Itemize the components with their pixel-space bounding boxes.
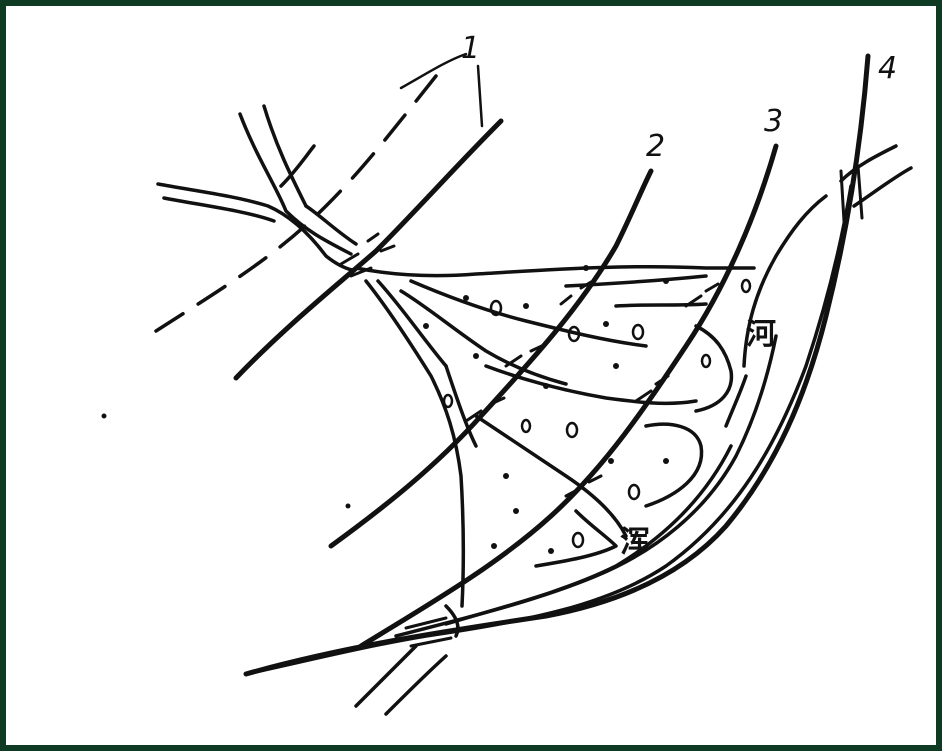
road-3: 3 — [361, 104, 783, 646]
fan-loop-b — [646, 424, 702, 506]
gravel-dot — [548, 548, 554, 554]
road-2: 2 — [331, 129, 665, 546]
gravel-dot — [463, 295, 469, 301]
gravel-dot — [543, 383, 549, 389]
gravel-dot — [491, 543, 497, 549]
stray-dot — [346, 504, 351, 509]
diagram-frame: 1 2 3 4 — [6, 6, 936, 745]
gravel-dot — [523, 303, 529, 309]
road-4-label: 4 — [878, 51, 897, 86]
river-lower-left-a — [356, 646, 416, 706]
gravel-dot — [608, 458, 614, 464]
gravel-dot — [503, 473, 509, 479]
gravel-dot — [613, 363, 619, 369]
pebble — [742, 280, 750, 292]
tributary-bank-d — [158, 184, 352, 270]
fan-channel-c — [486, 366, 696, 403]
road-1-leader — [478, 66, 482, 126]
gravel-dot — [663, 278, 669, 284]
upper-left-tributary — [158, 106, 356, 270]
river-crossing-diagram: 1 2 3 4 — [6, 6, 936, 745]
river-upper-right-b — [854, 168, 911, 206]
pebble — [702, 355, 710, 367]
river-upper-right-a — [841, 146, 896, 181]
tributary-bank-b — [264, 106, 306, 206]
gravel-dot — [663, 458, 669, 464]
pebble — [522, 420, 530, 432]
road-1-label: 1 — [461, 31, 480, 66]
river-label-hun: 浑 — [620, 525, 650, 560]
fan-channel-f — [616, 304, 706, 306]
road-1-leader-b — [401, 54, 466, 88]
gravel-dot — [603, 321, 609, 327]
main-river — [246, 146, 911, 714]
pebble — [567, 423, 577, 437]
pebble — [629, 485, 639, 499]
road-2-line — [331, 171, 651, 546]
fan-inner-left — [378, 281, 446, 366]
fan-left-edge — [366, 281, 463, 606]
road-3-line — [361, 146, 776, 646]
fan-loop-a — [696, 326, 731, 411]
gravel-dot — [473, 353, 479, 359]
fan-channel-b — [411, 281, 646, 346]
river-outer-bank — [246, 186, 851, 674]
road-4: 4 — [246, 51, 897, 674]
road-3-label: 3 — [764, 104, 783, 139]
fan-top-edge — [356, 267, 754, 276]
river-inner-bank-b — [446, 446, 731, 624]
pebble — [444, 395, 452, 407]
gravel-dot — [513, 508, 519, 514]
road-2-label: 2 — [646, 129, 665, 164]
pebble — [573, 533, 583, 547]
gravel-dot — [423, 323, 429, 329]
pebble — [633, 325, 643, 339]
gravel-dot — [583, 265, 589, 271]
stray-dot — [102, 414, 107, 419]
river-label-he: 河 — [746, 317, 776, 352]
